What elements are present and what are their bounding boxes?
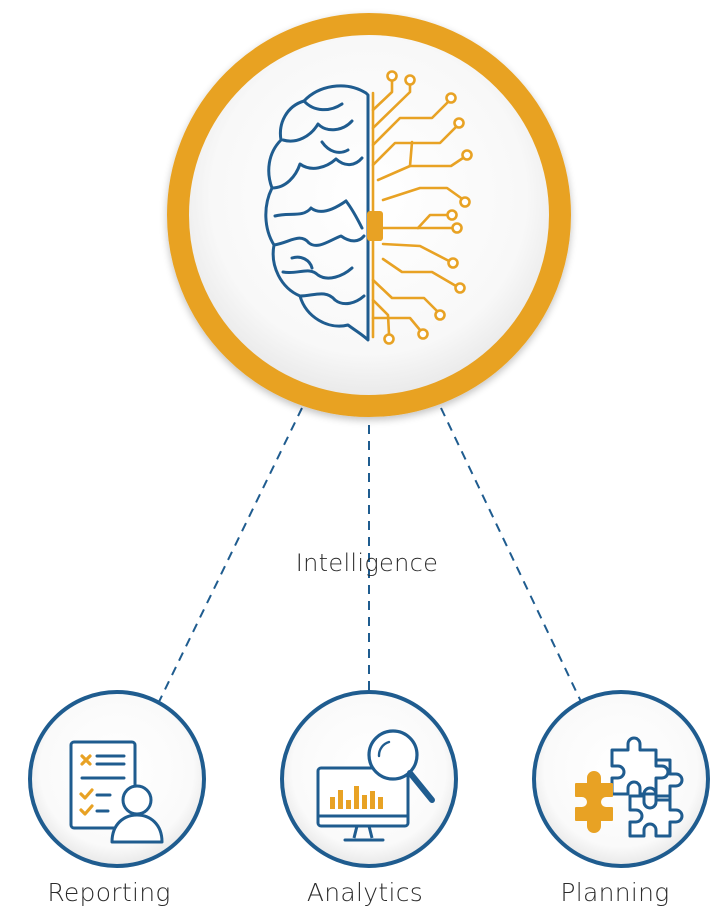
planning-node[interactable]	[532, 690, 710, 868]
puzzle-pieces-icon	[575, 736, 684, 838]
planning-label: Planning	[560, 878, 670, 907]
analytics-label: Analytics	[306, 878, 424, 907]
report-person-icon	[69, 740, 164, 844]
reporting-node[interactable]	[28, 690, 206, 868]
connector-lines	[154, 407, 586, 711]
connector-planning	[440, 407, 586, 711]
monitor-magnifier-chart-icon	[316, 729, 435, 842]
brain-circuit-icon	[264, 70, 473, 345]
analytics-node[interactable]	[280, 690, 458, 868]
reporting-label: Reporting	[47, 878, 171, 907]
connector-reporting	[154, 407, 303, 711]
hub-label: Intelligence	[295, 549, 439, 577]
